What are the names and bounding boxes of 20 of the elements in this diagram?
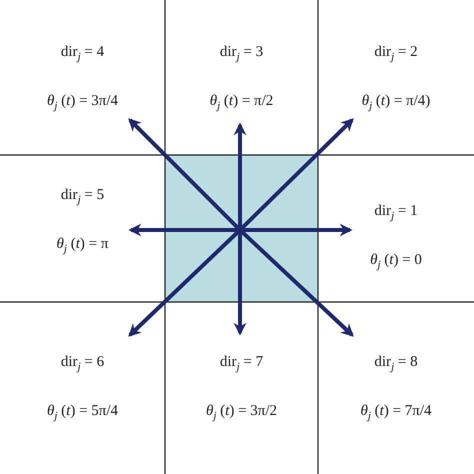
formula-text: θ$_{j}$ (t) = 7π/4 [360, 403, 432, 422]
formula-text: dir$_{j}$ = 5 [60, 186, 104, 206]
formula-text: θ$_{j}$ (t) = 5π/4 [46, 403, 118, 422]
formula-text: dir$_{j}$ = 2 [374, 44, 418, 62]
formula-text: dir$_{j}$ = 1 [374, 202, 418, 222]
formula-text: θ$_{j}$ (t) = π/4) [362, 92, 430, 112]
formula-text: θ$_{j}$ (t) = π/2 [210, 92, 274, 112]
arrow [234, 230, 246, 336]
formula-text: dir$_{j}$ = 7 [220, 354, 264, 373]
formula-text: θ$_{j}$ (t) = 0 [370, 252, 422, 270]
arrow [240, 224, 353, 236]
formula-text: dir$_{j}$ = 8 [374, 354, 418, 373]
formula-text: dir$_{j}$ = 3 [220, 44, 264, 62]
formula-text: θ$_{j}$ (t) = 3π/4 [46, 92, 118, 112]
arrow [234, 122, 246, 230]
formula-text: dir$_{j}$ = 4 [60, 44, 104, 62]
arrow [128, 224, 240, 236]
formula-text: θ$_{j}$ (t) = π [56, 236, 108, 254]
formula-text: dir$_{j}$ = 6 [60, 354, 104, 373]
formula-text: θ$_{j}$ (t) = 3π/2 [206, 403, 278, 422]
